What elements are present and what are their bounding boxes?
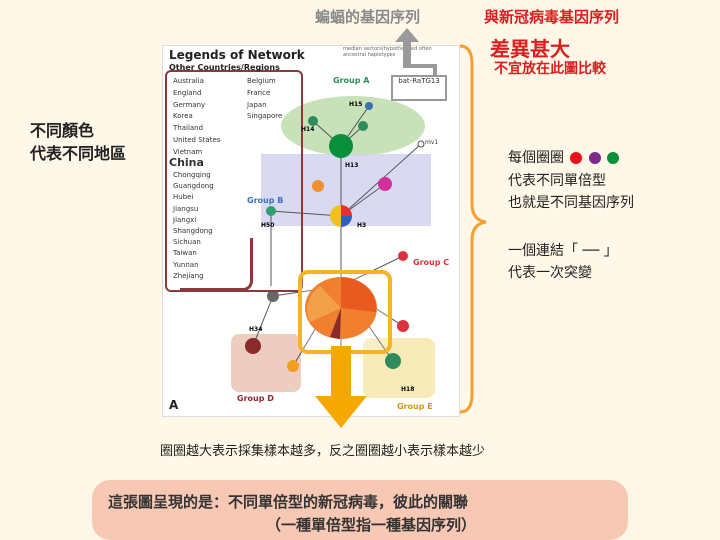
big-difference-text: 差異甚大 [490,37,570,61]
network-figure: Legends of Network Other Countries/Regio… [162,45,460,417]
legend-title: Legends of Network [169,48,305,62]
network-diagram [231,96,435,398]
group-c-label: Group C [413,258,450,267]
colors-label-line2: 代表不同地區 [30,144,127,163]
group-b-label: Group B [247,196,284,205]
legend-border-extension [180,238,253,291]
node-h16 [385,353,401,369]
bat-sequence-text: 蝙蝠的基因序列 [315,8,421,26]
green-dot-icon [607,152,620,164]
node-h15 [365,102,373,110]
node-h28 [312,180,324,192]
legend-china: China [169,156,204,169]
node-h38 [378,177,392,191]
group-d-label: Group D [237,394,274,403]
up-arrow-icon [395,28,419,66]
panel-letter: A [169,398,179,412]
node-h13 [329,134,353,158]
group-a-label: Group A [333,76,370,85]
node-h40 [267,290,279,302]
label-h3: H3 [357,222,367,229]
label-h15: H15 [349,101,363,108]
summary-line1: 這張圖呈現的是：不同單倍型的新冠病毒，彼此的關聯 [108,493,469,511]
label-h13: H13 [345,162,359,169]
mv1-label: mv1 [425,139,439,146]
covid-sequence-text: 與新冠病毒基因序列 [484,8,620,26]
summary-line2: （一種單倍型指一種基因序列） [266,516,477,534]
circle-label-line1: 每個圈圈 [508,147,620,167]
node-mv1 [417,140,425,148]
summary-box [92,480,628,540]
other-regions-col2: Belgium France Japan Singapore [247,77,283,121]
other-regions-col1: Australia England Germany Korea Thailand… [173,77,221,156]
hub-node-h1 [305,277,377,339]
group-a-area [281,96,425,156]
node-h6 [398,251,408,261]
group-e-label: Group E [397,402,433,411]
down-arrow-icon [315,346,367,428]
legend-box [165,70,303,292]
node-h53 [358,121,368,131]
bat-ratg13-box: bat-RaTG13 [391,75,447,101]
purple-dot-icon [588,152,601,164]
legend-subtitle: Other Countries/Regions [169,63,280,72]
not-suitable-text: 不宜放在此圖比較 [494,61,606,77]
node-h27 [287,360,299,372]
label-h18: H18 [401,386,415,393]
label-h50: H50 [261,222,275,229]
circle-label-line3: 也就是不同基因序列 [508,195,634,211]
red-dot-icon [570,152,583,164]
node-h14 [308,116,318,126]
node-h12 [397,320,409,332]
link-label-line1: 一個連結「 ── 」 [508,243,618,259]
node-h50 [266,206,276,216]
bat-connector-line [403,64,437,68]
circle-label-line2: 代表不同單倍型 [508,173,606,189]
label-h14: H14 [301,126,315,133]
link-label-line2: 代表一次突變 [508,265,592,281]
node-h37 [245,338,261,354]
circle-size-note: 圈圈越大表示採集樣本越多，反之圈圈越小表示樣本越少 [160,444,486,459]
right-brace-icon [459,44,487,414]
bat-connector-line-2 [433,64,437,76]
colors-label-line1: 不同顏色 [30,121,95,140]
label-h37: H34 [249,326,263,333]
median-vector-note: median vectors(hypothesized often ancest… [343,46,432,58]
